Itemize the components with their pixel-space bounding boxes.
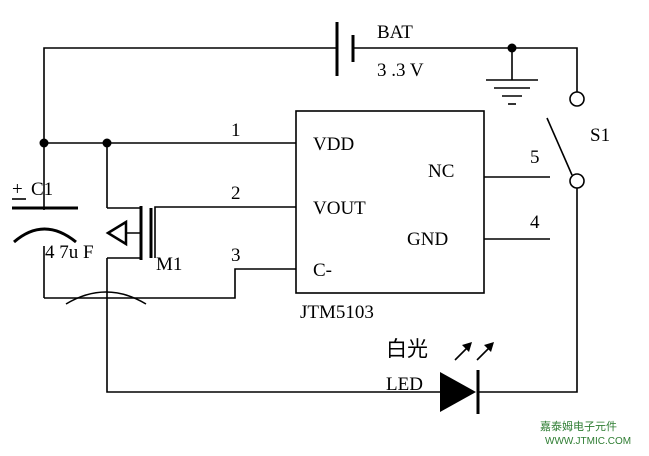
- led-name: LED: [386, 374, 423, 395]
- watermark-url: WWW.JTMIC.COM: [545, 436, 631, 447]
- ic-pin-label-gnd: GND: [407, 229, 448, 250]
- led-symbol: [440, 370, 480, 414]
- wire-cminus: [44, 268, 296, 299]
- watermark-company: 嘉泰姆电子元件: [540, 419, 617, 433]
- ic-pin-number-5: 5: [530, 147, 540, 168]
- ic-part-number: JTM5103: [300, 302, 374, 323]
- ic-pin-number-1: 1: [231, 120, 241, 141]
- battery-symbol: [335, 22, 355, 76]
- junction-dot: [39, 138, 49, 148]
- capacitor-symbol: [12, 206, 147, 305]
- wire-top-right: [353, 47, 578, 92]
- switch-lever: [546, 117, 573, 176]
- capacitor-curved-plate: [13, 227, 77, 244]
- battery-name: BAT: [377, 22, 413, 43]
- junction-dot: [507, 43, 517, 53]
- led-color-label: 白光: [386, 337, 428, 361]
- switch-contact-bottom: [569, 173, 585, 189]
- switch-contact-top: [569, 91, 585, 107]
- capacitor-name: C1: [31, 179, 53, 200]
- mosfet-name: M1: [156, 254, 182, 275]
- ic-pin-label-vout: VOUT: [313, 198, 366, 219]
- switch-name: S1: [590, 125, 610, 146]
- ic-pin-number-2: 2: [231, 183, 241, 204]
- wire-switch-led: [478, 188, 578, 393]
- switch-symbol: [546, 91, 585, 189]
- capacitor-curve-lower: [65, 291, 147, 305]
- wires: [43, 47, 578, 393]
- ic-pin-label-vdd: VDD: [313, 134, 354, 155]
- junctions: [39, 43, 517, 148]
- mosfet-arrow-icon: [105, 219, 128, 247]
- led-triangle: [440, 372, 476, 412]
- wire-mosfet-drain: [106, 258, 440, 393]
- wire-vout: [154, 206, 296, 258]
- capacitor-polarity: +: [12, 179, 23, 200]
- wire-top-left: [43, 47, 337, 143]
- ic-pin-label-nc: NC: [428, 161, 454, 182]
- ic-pin-number-4: 4: [530, 212, 540, 233]
- ic-pin-label-cminus: C-: [313, 260, 332, 281]
- capacitor-value: 4 7u F: [45, 242, 94, 263]
- battery-value: 3 .3 V: [377, 60, 424, 81]
- light-emission-arrows-icon: [454, 342, 494, 361]
- junction-dot: [102, 138, 112, 148]
- ic-body: [295, 110, 485, 294]
- mosfet-symbol: [105, 206, 153, 260]
- ground-icon: [486, 79, 538, 105]
- ic-pin-number-3: 3: [231, 245, 241, 266]
